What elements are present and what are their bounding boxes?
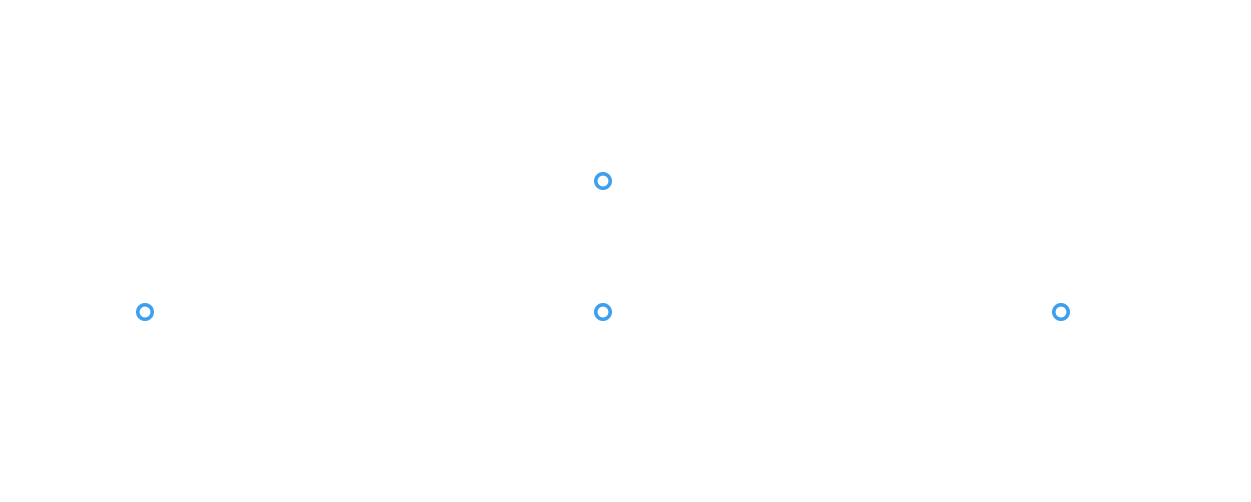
node-ring-root[interactable] bbox=[593, 172, 612, 191]
node-ring-child-left[interactable] bbox=[136, 302, 155, 321]
node-ring-child-middle[interactable] bbox=[593, 302, 612, 321]
node-ring-child-right[interactable] bbox=[1052, 302, 1071, 321]
